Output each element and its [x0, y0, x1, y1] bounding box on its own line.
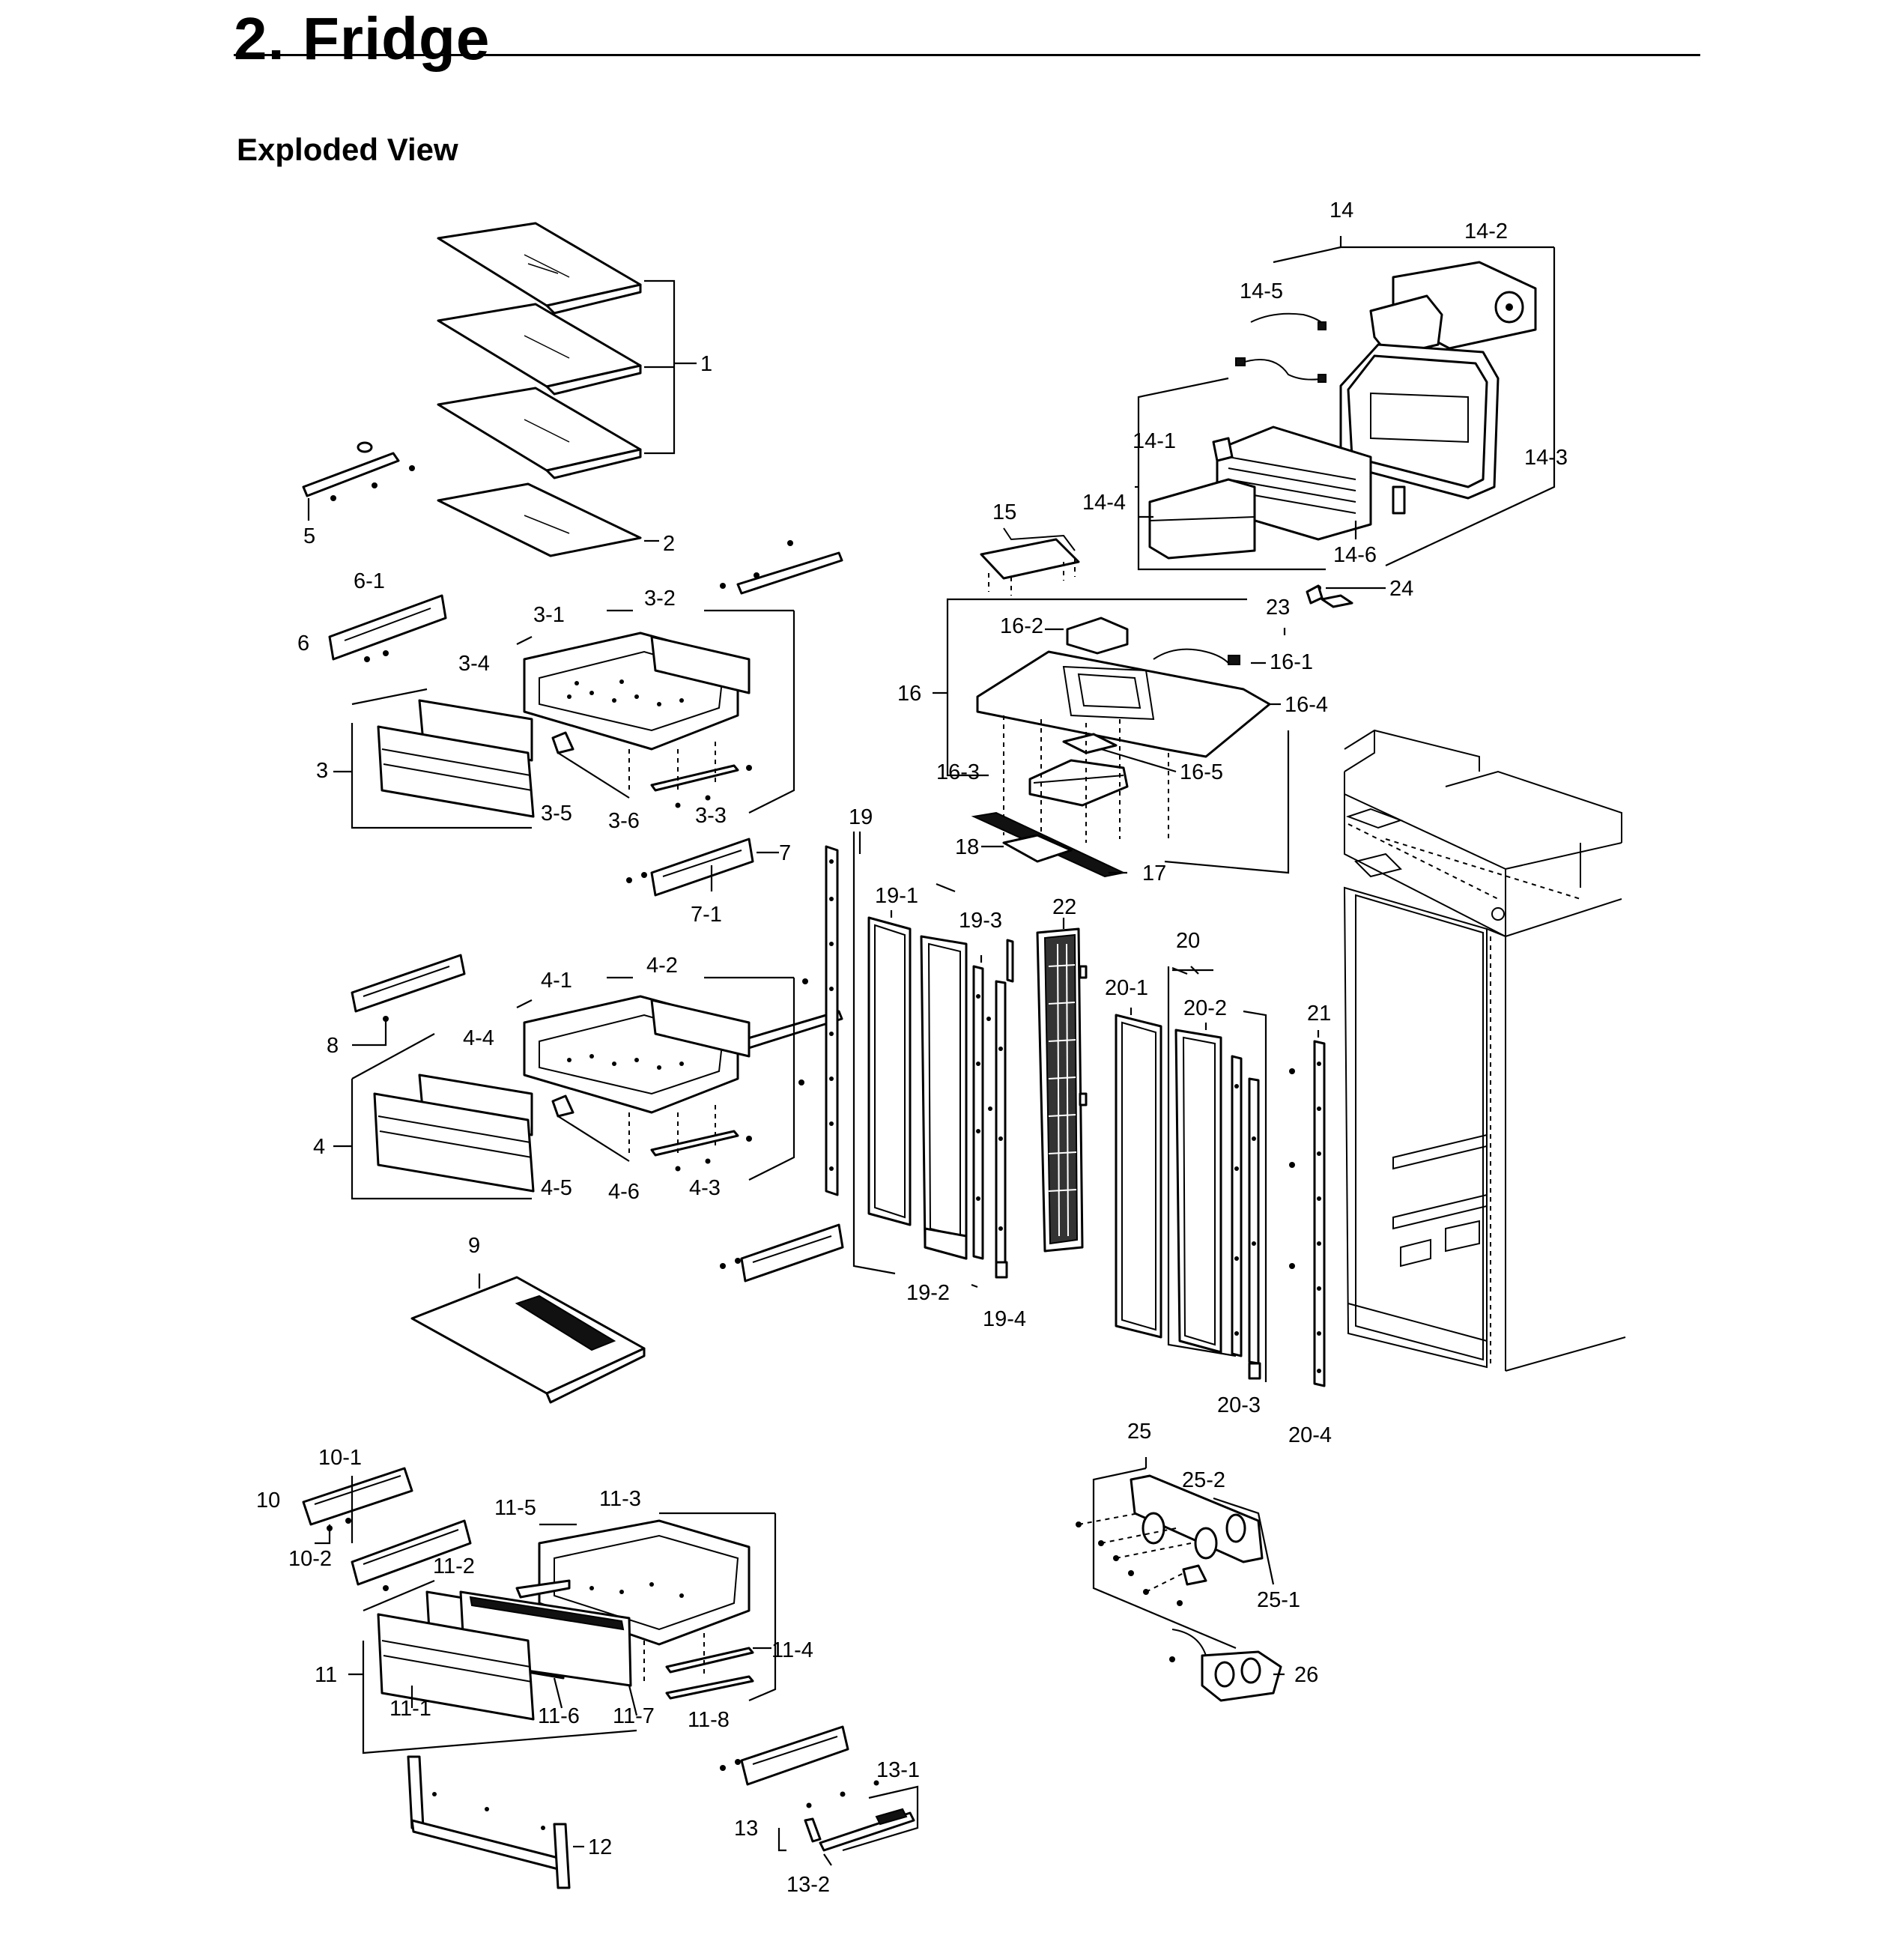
- callout-14: 14: [1330, 199, 1353, 222]
- callout-14-3: 14-3: [1524, 446, 1568, 470]
- callout-24: 24: [1389, 577, 1413, 601]
- callout-20-3: 20-3: [1217, 1393, 1261, 1417]
- callout-12: 12: [588, 1835, 612, 1859]
- glass-shelves: [437, 222, 697, 557]
- callout-14-2: 14-2: [1464, 219, 1508, 243]
- callout-11-2: 11-2: [433, 1554, 475, 1578]
- callout-13: 13: [734, 1817, 758, 1841]
- part-20-assembly: [1115, 966, 1267, 1382]
- callout-7: 7: [779, 841, 791, 865]
- callout-8: 8: [327, 1034, 339, 1058]
- rail-lower: [720, 1223, 844, 1283]
- callout-21: 21: [1307, 1002, 1331, 1026]
- callout-4-6: 4-6: [608, 1180, 640, 1204]
- part-13-rails: [720, 1725, 919, 1866]
- callout-10-2: 10-2: [288, 1547, 332, 1571]
- callout-20-2: 20-2: [1183, 996, 1227, 1020]
- callout-20-1: 20-1: [1105, 976, 1148, 1000]
- callout-23: 23: [1266, 596, 1290, 620]
- callout-3-2: 3-2: [644, 587, 676, 611]
- part-16-assembly: [933, 598, 1290, 878]
- callout-1: 1: [700, 352, 712, 376]
- callout-25: 25: [1127, 1420, 1151, 1444]
- callout-19-4: 19-4: [983, 1307, 1026, 1331]
- part-21-rail: [1289, 1030, 1326, 1387]
- part-12-bar: [407, 1755, 584, 1889]
- callout-4-3: 4-3: [689, 1176, 721, 1200]
- part-19-assembly: [798, 832, 1014, 1289]
- callout-11: 11: [315, 1663, 337, 1687]
- callout-19: 19: [849, 805, 873, 829]
- callout-3-5: 3-5: [541, 802, 572, 826]
- callout-3-1: 3-1: [533, 603, 565, 627]
- callout-20-4: 20-4: [1288, 1423, 1332, 1447]
- callout-18: 18: [955, 835, 979, 859]
- callout-19-1: 19-1: [875, 884, 918, 908]
- callout-16-4: 16-4: [1285, 693, 1328, 717]
- callout-11-5: 11-5: [494, 1496, 536, 1520]
- callout-6: 6: [297, 632, 309, 655]
- callout-11-4: 11-4: [771, 1638, 813, 1662]
- callout-25-2: 25-2: [1182, 1468, 1225, 1492]
- callout-10-1: 10-1: [318, 1446, 362, 1470]
- drawer-11-assembly: [302, 1467, 777, 1754]
- callout-4-2: 4-2: [646, 954, 678, 978]
- drawer-3-assembly: [328, 540, 843, 829]
- part-23-24: [1283, 584, 1386, 635]
- callout-16-2: 16-2: [1000, 614, 1043, 638]
- callout-11-7: 11-7: [613, 1704, 655, 1728]
- section-subtitle: Exploded View: [237, 132, 458, 167]
- callout-13-1: 13-1: [876, 1758, 920, 1782]
- part-9-shelf: [410, 1274, 646, 1404]
- callout-4-4: 4-4: [463, 1026, 494, 1050]
- callout-labels: 1 2 5 6-1 6 3-1 3-2 3-4 3 3-5 3-6 3-3 7 …: [256, 199, 1568, 1897]
- callout-16-1: 16-1: [1270, 650, 1313, 674]
- callout-19-2: 19-2: [906, 1281, 950, 1305]
- title-rule: [234, 54, 1700, 56]
- part-7-rail: [626, 838, 779, 897]
- callout-2: 2: [663, 532, 675, 556]
- callout-6-1: 6-1: [354, 569, 385, 593]
- part-5-rail: [302, 441, 415, 521]
- callout-14-5: 14-5: [1240, 279, 1283, 303]
- callout-3: 3: [316, 759, 328, 783]
- callout-4-1: 4-1: [541, 969, 572, 993]
- callout-15: 15: [992, 500, 1016, 524]
- callout-7-1: 7-1: [691, 903, 722, 927]
- callout-17: 17: [1142, 861, 1166, 885]
- callout-26: 26: [1294, 1663, 1318, 1687]
- callout-4: 4: [313, 1135, 325, 1159]
- callout-20: 20: [1176, 929, 1200, 953]
- part-14-assembly: [1135, 236, 1556, 571]
- callout-4-5: 4-5: [541, 1176, 572, 1200]
- callout-14-4: 14-4: [1082, 491, 1126, 515]
- callout-9: 9: [468, 1234, 480, 1258]
- callout-16-5: 16-5: [1180, 760, 1223, 784]
- part-25-26-assembly: [1076, 1457, 1285, 1702]
- drawer-4-assembly: [333, 954, 843, 1200]
- callout-16: 16: [897, 682, 921, 706]
- callout-19-3: 19-3: [959, 909, 1002, 933]
- callout-11-8: 11-8: [688, 1708, 730, 1732]
- page-title: 2. Fridge: [234, 5, 491, 72]
- callout-14-6: 14-6: [1333, 543, 1377, 567]
- part-22-grill: [1036, 918, 1088, 1253]
- callout-14-1: 14-1: [1133, 429, 1176, 453]
- callout-3-3: 3-3: [695, 804, 727, 828]
- part-15-bracket: [980, 527, 1080, 596]
- callout-25-1: 25-1: [1257, 1588, 1300, 1612]
- callout-11-6: 11-6: [538, 1704, 580, 1728]
- callout-10: 10: [256, 1489, 280, 1512]
- callout-3-4: 3-4: [458, 652, 490, 676]
- callout-3-6: 3-6: [608, 809, 640, 833]
- callout-13-2: 13-2: [786, 1873, 830, 1897]
- fridge-cabinet: [1343, 729, 1626, 1372]
- callout-11-3: 11-3: [599, 1487, 641, 1511]
- callout-5: 5: [303, 524, 315, 548]
- callout-16-3: 16-3: [936, 760, 980, 784]
- callout-11-1: 11-1: [389, 1697, 431, 1721]
- callout-22: 22: [1052, 895, 1076, 919]
